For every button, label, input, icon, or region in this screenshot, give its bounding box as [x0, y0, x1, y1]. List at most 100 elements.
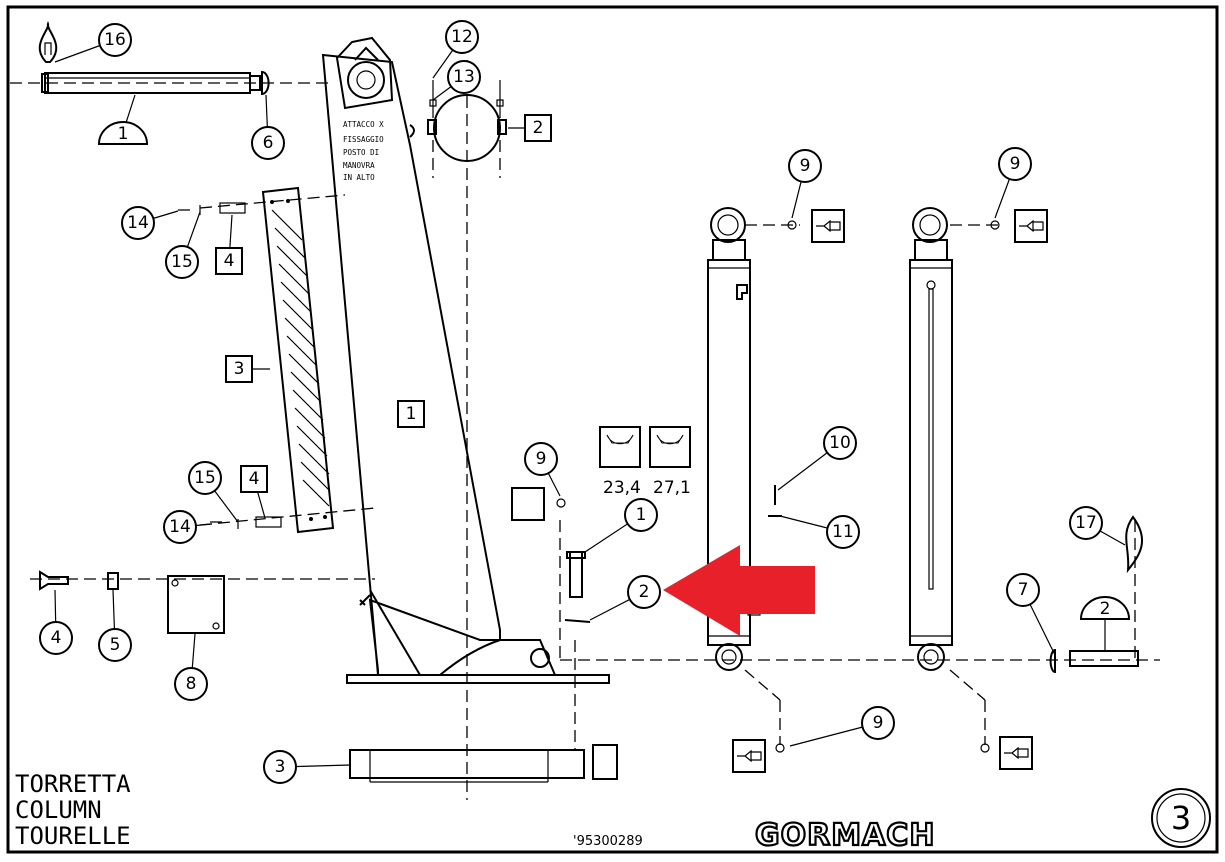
- callout-dome: 1: [97, 94, 149, 145]
- callout-circle: 14: [121, 206, 179, 240]
- column-note-line: FISSAGGIO: [343, 135, 384, 144]
- sheet-number: 3: [1171, 799, 1191, 837]
- callout-circle: 1: [584, 498, 658, 553]
- callout-box: 4: [215, 214, 243, 275]
- callout-box: 3: [225, 355, 270, 383]
- callout-frame: [165, 245, 199, 279]
- hydraulic-cylinder-left: [707, 207, 761, 671]
- callout-number: 7: [1018, 580, 1029, 600]
- callout-circle: 11: [779, 515, 860, 549]
- callout-number: 2: [533, 118, 544, 138]
- callout-circle: 9: [788, 149, 822, 219]
- grease-gun-icons: [511, 209, 1048, 773]
- callout-number: 9: [1010, 154, 1021, 174]
- callout-frame: [98, 23, 132, 57]
- callout-number: 9: [536, 449, 547, 469]
- cover-part-8: [167, 575, 225, 634]
- callout-circle: 7: [1006, 573, 1056, 656]
- callout-frame: [447, 60, 481, 94]
- callout-box: 4: [240, 465, 268, 519]
- callout-number: 9: [873, 713, 884, 733]
- base-ring-part-3: [349, 744, 618, 783]
- nut-part-5: [107, 572, 119, 590]
- callout-circle: 15: [188, 461, 239, 523]
- callout-frame: [627, 575, 661, 609]
- brand-logo: GORMACH: [755, 818, 935, 853]
- callout-circle: 12: [432, 20, 479, 79]
- callout-frame: [1006, 573, 1040, 607]
- callout-frame: [445, 20, 479, 54]
- callout-number: 16: [104, 30, 126, 50]
- column-note-line: IN ALTO: [343, 173, 375, 182]
- callout-frame: [788, 149, 822, 183]
- column-note-line: MANOVRA: [343, 161, 375, 170]
- callout-frame: [121, 206, 155, 240]
- hydraulic-cylinder-right: [909, 207, 953, 671]
- callout-number: 12: [451, 27, 473, 47]
- callout-frame: [215, 247, 243, 275]
- callout-dome: 2: [1079, 596, 1131, 650]
- callout-frame: [251, 126, 285, 160]
- callout-frame: [826, 515, 860, 549]
- callout-frame: [861, 706, 895, 740]
- callout-number: 15: [171, 252, 193, 272]
- callout-number: 4: [51, 628, 62, 648]
- callout-circle: 6: [251, 94, 285, 160]
- callout-circle: 14: [163, 510, 213, 544]
- callout-frame: [1079, 596, 1131, 620]
- clamp-part-2: [427, 80, 507, 162]
- callout-frame: [240, 465, 268, 493]
- callout-number: 8: [186, 674, 197, 694]
- callout-number: 11: [832, 522, 854, 542]
- callout-number: 17: [1075, 513, 1097, 533]
- callout-number: 2: [639, 582, 650, 602]
- callout-number: 9: [800, 156, 811, 176]
- callout-number: 3: [234, 359, 245, 379]
- callout-box: 1: [397, 400, 425, 428]
- callout-number: 1: [636, 505, 647, 525]
- pin-parts-center: [564, 485, 1143, 674]
- title-line: TORRETTA: [15, 770, 131, 798]
- callout-frame: [524, 114, 552, 142]
- callout-number: 14: [127, 213, 149, 233]
- callout-frame: [225, 355, 253, 383]
- callout-frame: [823, 426, 857, 460]
- callout-number: 1: [118, 124, 129, 144]
- callout-circle: 9: [789, 706, 895, 747]
- callout-frame: [188, 461, 222, 495]
- pin-part-1: [41, 70, 270, 96]
- callout-frame: [624, 498, 658, 532]
- document-number: '95300289: [573, 834, 643, 849]
- title-line: COLUMN: [15, 796, 102, 824]
- callout-number: 6: [263, 133, 274, 153]
- highlight-arrow: [663, 545, 815, 636]
- column-note-line: POSTO DI: [343, 148, 379, 157]
- callout-circle: 9: [524, 442, 561, 497]
- callout-frame: [174, 667, 208, 701]
- callout-circle: 3: [263, 750, 351, 784]
- callout-number: 1: [406, 404, 417, 424]
- callout-frame: [97, 121, 149, 145]
- callout-number: 4: [249, 469, 260, 489]
- center-lines: [10, 60, 1160, 800]
- callout-frame: [263, 750, 297, 784]
- callout-number: 5: [110, 635, 121, 655]
- callout-frame: [39, 621, 73, 655]
- callout-circle: 8: [174, 633, 208, 701]
- step-plate-part-3: [261, 186, 335, 534]
- callout-circle: 2: [589, 575, 661, 621]
- column-part-1: [321, 36, 610, 684]
- callout-circle: 9: [994, 147, 1032, 219]
- callout-number: 13: [453, 67, 475, 87]
- column-note: ATTACCO X FISSAGGIO POSTO DI MANOVRA IN …: [343, 120, 384, 182]
- title-block: TORRETTA COLUMN TOURELLE '95300289 GORMA…: [15, 770, 1211, 854]
- wrench-icon: 23,4 27,1: [599, 426, 691, 498]
- callout-frame: [397, 400, 425, 428]
- callout-number: 2: [1100, 599, 1111, 619]
- callout-frame: [998, 147, 1032, 181]
- callout-number: 4: [224, 251, 235, 271]
- callout-frame: [1069, 506, 1103, 540]
- callout-frame: [163, 510, 197, 544]
